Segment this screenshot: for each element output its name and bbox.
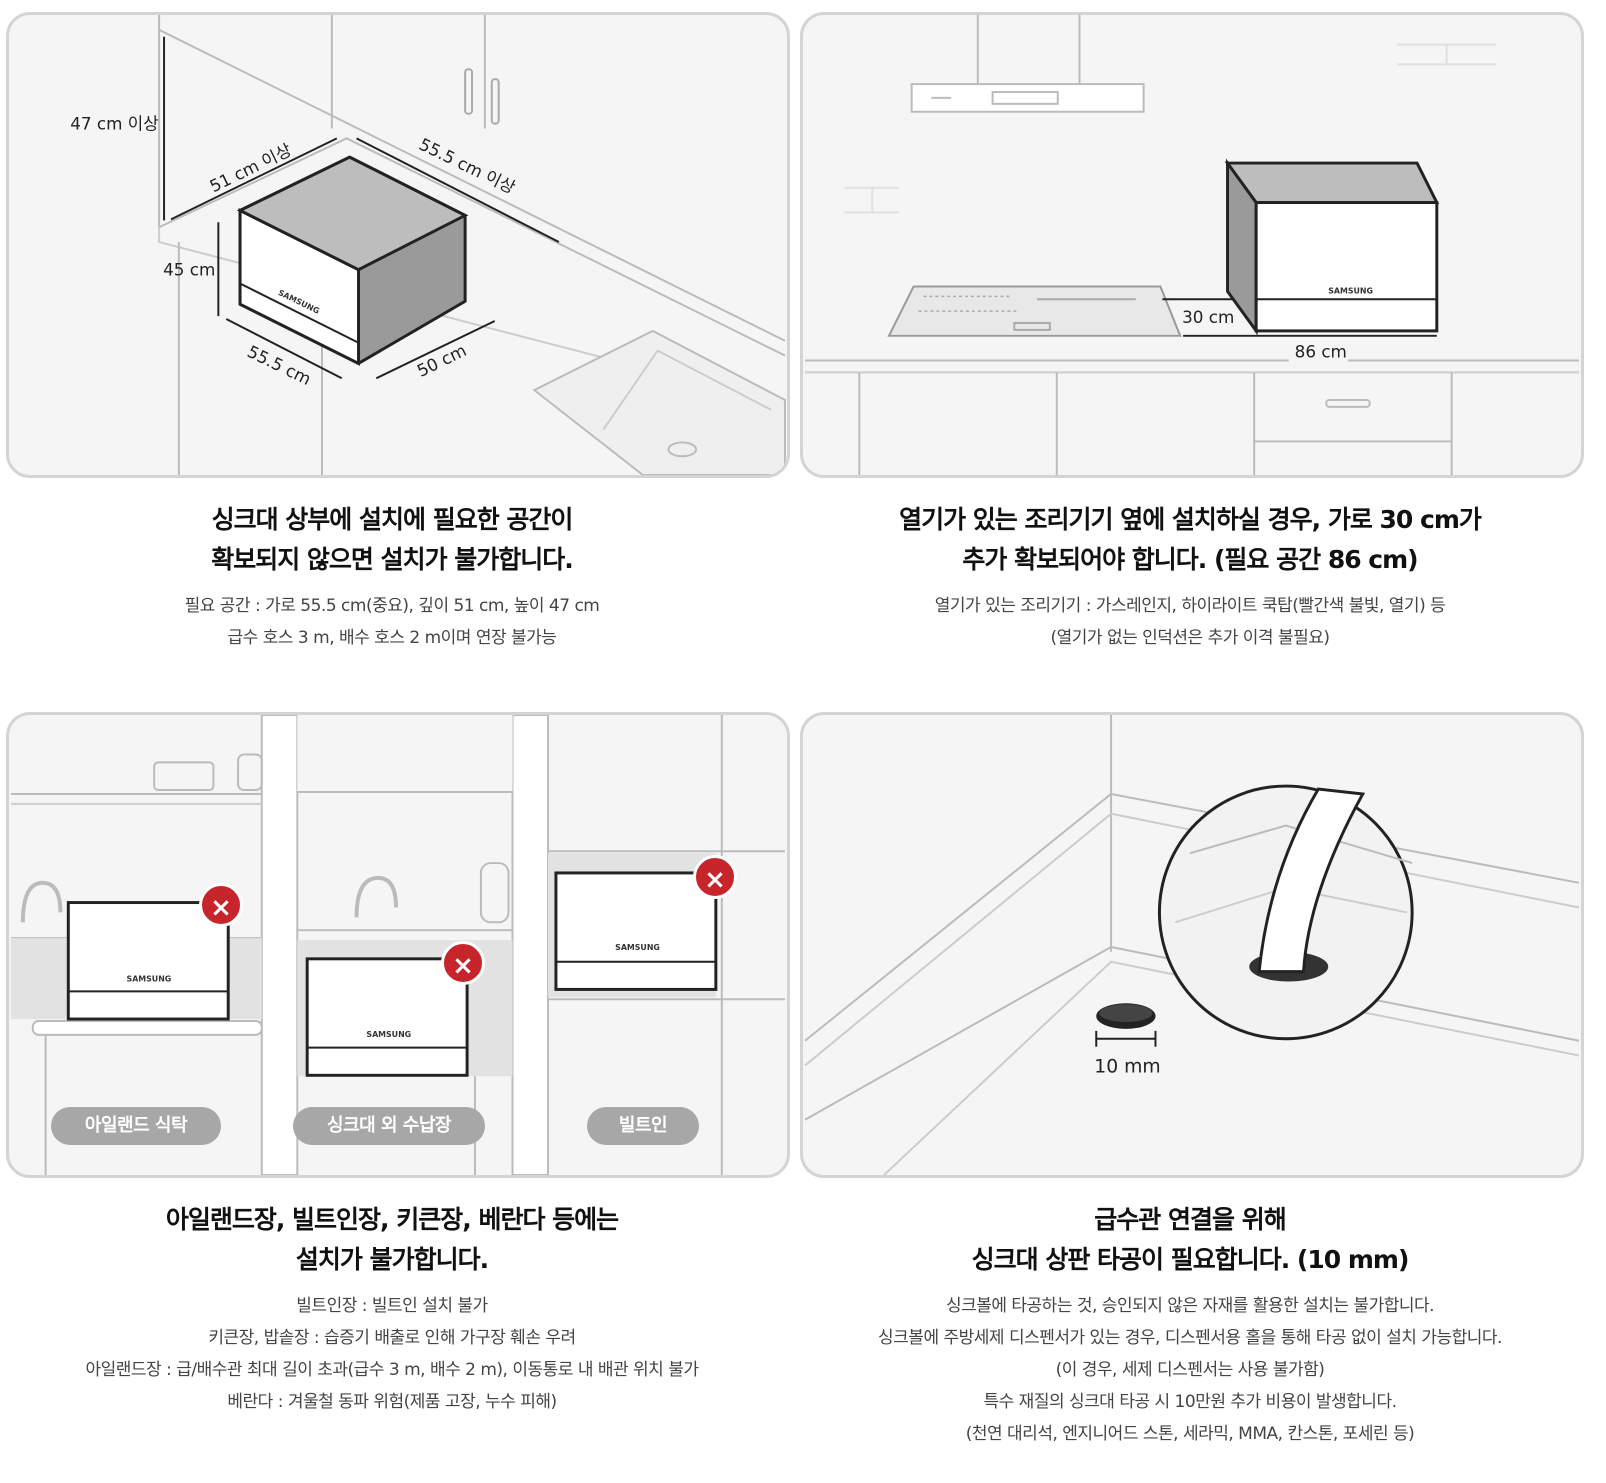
caption-title-line-1: 싱크대 상부에 설치에 필요한 공간이 xyxy=(211,505,574,534)
label-height-clearance: 47 cm 이상 xyxy=(70,114,158,134)
caption-title-line-2: 설치가 불가합니다. xyxy=(295,1245,489,1274)
caption-title-line-2: 싱크대 상판 타공이 필요합니다. (10 mm) xyxy=(971,1245,1410,1274)
caption-title-line-1: 열기가 있는 조리기기 옆에 설치하실 경우, 가로 30 cm가 xyxy=(899,505,1482,534)
prohibited-locations-illustration: SAMSUNG SAMSUNG SAMSUNG xyxy=(11,715,785,1175)
caption-body-line-4: 특수 재질의 싱크대 타공 시 10만원 추가 비용이 발생합니다. xyxy=(983,1392,1398,1412)
label-island-table: 아일랜드 식탁 xyxy=(51,1107,221,1145)
caption-body-line-2: 키큰장, 밥솥장 : 습증기 배출로 인해 가구장 훼손 우려 xyxy=(208,1328,576,1348)
label-built-in: 빌트인 xyxy=(587,1107,699,1145)
caption-body-line-1: 싱크볼에 타공하는 것, 승인되지 않은 자재를 활용한 설치는 불가합니다. xyxy=(945,1296,1435,1316)
caption-countertop-hole: 급수관 연결을 위해 싱크대 상판 타공이 필요합니다. (10 mm) 싱크볼… xyxy=(798,1200,1582,1450)
water-pipe-hole-illustration: 10 mm xyxy=(804,715,1580,1175)
brand-logo: SAMSUNG xyxy=(127,975,172,984)
brand-logo: SAMSUNG xyxy=(366,1030,411,1039)
not-allowed-icon: × xyxy=(199,883,243,927)
label-hole-size: 10 mm xyxy=(1094,1056,1160,1077)
not-allowed-icon: × xyxy=(693,855,737,899)
caption-title-line-2: 확보되지 않으면 설치가 불가합니다. xyxy=(211,545,574,574)
caption-body-line-3: 아일랜드장 : 급/배수관 최대 길이 초과(급수 3 m, 배수 2 m), … xyxy=(85,1360,699,1380)
cooktop-clearance-illustration: SAMSUNG 30 cm 86 cm xyxy=(805,15,1579,475)
caption-next-to-cooktop: 열기가 있는 조리기기 옆에 설치하실 경우, 가로 30 cm가 추가 확보되… xyxy=(798,500,1582,654)
caption-body-line-4: 베란다 : 겨울철 동파 위험(제품 고장, 누수 피해) xyxy=(227,1392,557,1412)
brand-logo: SAMSUNG xyxy=(615,943,660,952)
label-total-width: 86 cm xyxy=(1295,342,1347,362)
caption-body-line-2: 싱크볼에 주방세제 디스펜서가 있는 경우, 디스펜서용 홀을 통해 타공 없이… xyxy=(878,1328,1502,1348)
caption-title-line-2: 추가 확보되어야 합니다. (필요 공간 86 cm) xyxy=(962,545,1418,574)
caption-not-allowed-locations: 아일랜드장, 빌트인장, 키큰장, 베란다 등에는 설치가 불가합니다. 빌트인… xyxy=(0,1200,784,1418)
illustration-not-allowed-locations: SAMSUNG SAMSUNG SAMSUNG × × × 아일랜드 식탁 싱크… xyxy=(6,712,790,1178)
label-unit-height: 45 cm xyxy=(163,260,215,280)
caption-body-line-1: 열기가 있는 조리기기 : 가스레인지, 하이라이트 쿡탑(빨간색 불빛, 열기… xyxy=(934,596,1446,616)
label-depth-clearance: 51 cm 이상 xyxy=(206,140,294,197)
illustration-space-above-sink: SAMSUNG 47 cm 이상 51 cm 이상 55.5 cm 이상 45 … xyxy=(6,12,790,478)
caption-title-line-1: 아일랜드장, 빌트인장, 키큰장, 베란다 등에는 xyxy=(165,1205,619,1234)
label-unit-width: 55.5 cm xyxy=(244,341,314,389)
not-allowed-icon: × xyxy=(441,941,485,985)
illustration-next-to-cooktop: SAMSUNG 30 cm 86 cm xyxy=(800,12,1584,478)
sink-clearance-illustration: SAMSUNG 47 cm 이상 51 cm 이상 55.5 cm 이상 45 … xyxy=(70,15,786,475)
caption-body-line-3: (이 경우, 세제 디스펜서는 사용 불가함) xyxy=(1055,1360,1325,1380)
caption-space-above-sink: 싱크대 상부에 설치에 필요한 공간이 확보되지 않으면 설치가 불가합니다. … xyxy=(0,500,784,654)
caption-body-line-2: 급수 호스 3 m, 배수 호스 2 m이며 연장 불가능 xyxy=(227,628,557,648)
caption-body-line-1: 필요 공간 : 가로 55.5 cm(중요), 깊이 51 cm, 높이 47 … xyxy=(184,596,600,616)
caption-body-line-1: 빌트인장 : 빌트인 설치 불가 xyxy=(296,1296,488,1316)
label-non-sink-cabinet: 싱크대 외 수납장 xyxy=(293,1107,485,1145)
caption-title-line-1: 급수관 연결을 위해 xyxy=(1094,1205,1286,1234)
caption-body-line-2: (열기가 없는 인덕션은 추가 이격 불필요) xyxy=(1050,628,1330,648)
illustration-countertop-hole: 10 mm xyxy=(800,712,1584,1178)
brand-logo: SAMSUNG xyxy=(1328,286,1373,295)
label-gap: 30 cm xyxy=(1182,307,1234,327)
caption-body-line-5: (천연 대리석, 엔지니어드 스톤, 세라믹, MMA, 칸스톤, 포세린 등) xyxy=(965,1424,1415,1444)
